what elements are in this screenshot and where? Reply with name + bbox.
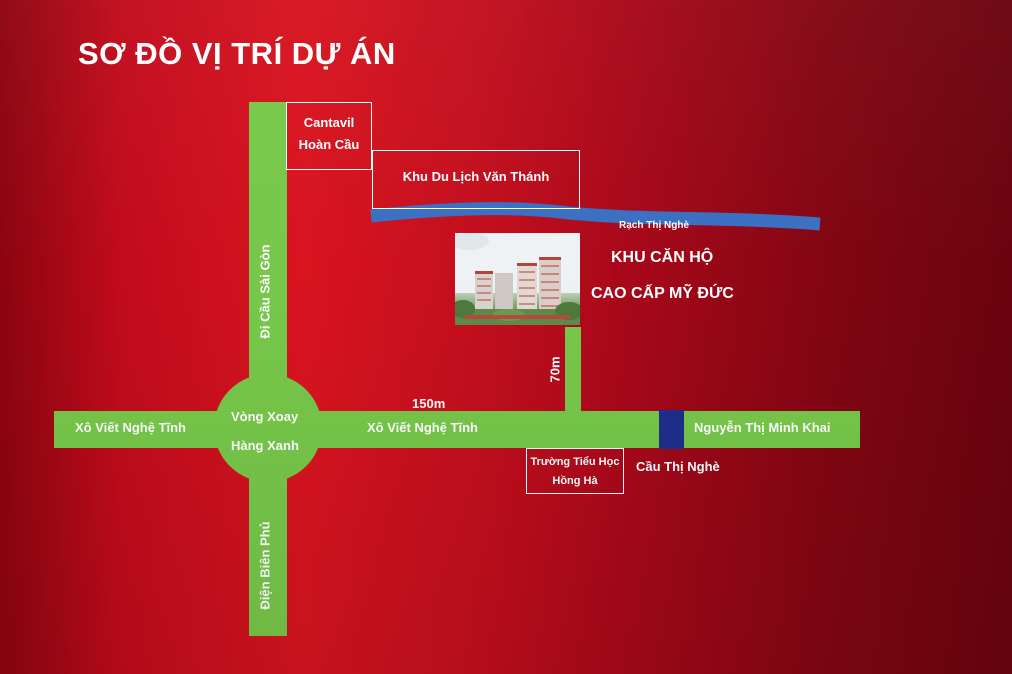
- van-thanh-box: Khu Du Lịch Văn Thánh: [372, 150, 580, 209]
- building-photo: [455, 233, 580, 325]
- project-access-road: [565, 327, 581, 417]
- bridge-marker: [659, 410, 684, 449]
- roundabout-label-line1: Vòng Xoay: [231, 409, 299, 424]
- project-label-line1: KHU CĂN HỘ: [611, 249, 714, 266]
- road-label-south: Điện Biên Phủ: [257, 521, 273, 610]
- river-label: Rạch Thị Nghè: [619, 220, 690, 231]
- roundabout: [214, 374, 322, 482]
- distance-label-70m: 70m: [547, 356, 563, 383]
- cantavil-box: Cantavil Hoàn Cầu: [286, 102, 372, 170]
- distance-label-150m: 150m: [412, 396, 446, 411]
- road-label-east: Xô Viết Nghệ Tĩnh: [367, 420, 478, 435]
- road-label-west: Xô Viết Nghệ Tĩnh: [75, 420, 186, 435]
- van-thanh-label: Khu Du Lịch Văn Thánh: [402, 169, 550, 184]
- cantavil-label-line2: Hoàn Cầu: [298, 137, 360, 152]
- cantavil-label-line1: Cantavil: [303, 115, 355, 130]
- bridge-label: Cầu Thị Nghè: [636, 459, 720, 474]
- road-label-north: Đi Cầu Sài Gòn: [257, 244, 273, 339]
- road-label-far-east: Nguyễn Thị Minh Khai: [694, 420, 831, 435]
- project-label-line2: CAO CẤP MỸ ĐỨC: [591, 285, 734, 302]
- main-road: [54, 411, 860, 448]
- roundabout-label-line2: Hàng Xanh: [231, 438, 299, 453]
- map-title: SƠ ĐỒ VỊ TRÍ DỰ ÁN: [78, 36, 396, 71]
- north-road: [249, 102, 287, 422]
- school-box: Trường Tiểu Học Hồng Hà: [526, 448, 624, 494]
- school-label-line1: Trường Tiểu Học: [530, 456, 620, 468]
- school-label-line2: Hồng Hà: [552, 475, 598, 487]
